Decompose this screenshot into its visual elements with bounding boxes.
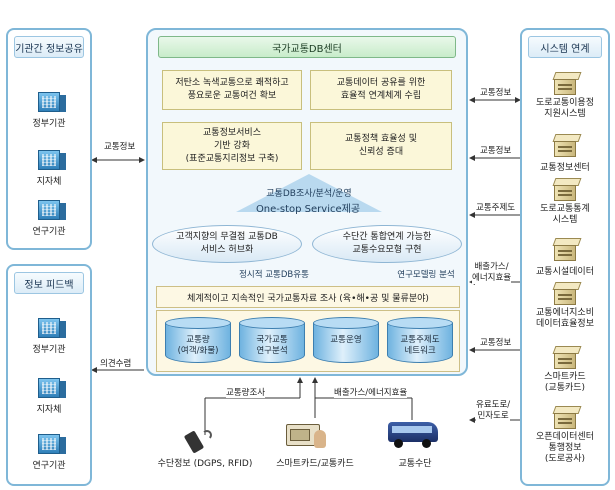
traffic-operation-db: 교통운영 <box>313 317 379 367</box>
left-top-arrow-label: 교통정보 <box>104 140 136 152</box>
database-group: 교통량 (여객/화물) 국가교통 연구분석 교통운영 교통주제도 네트워크 <box>156 310 460 372</box>
traffic-stats-system-label: 도로교통통계 시스템 <box>540 204 590 225</box>
research-building-icon <box>34 430 66 454</box>
feedback-title: 정보 피드백 <box>14 272 84 294</box>
info-sharing-title: 기관간 정보공유 <box>14 36 84 58</box>
facility-data-label: 교통시설데이터 <box>536 267 594 277</box>
right-arrow-label-2: 교통정보 <box>480 144 512 156</box>
research-building-icon <box>34 196 66 220</box>
government-building-icon <box>34 314 66 338</box>
bus-icon <box>388 418 440 448</box>
info-sharing-panel: 기관간 정보공유 정부기관 지자체 연구기관 <box>6 28 92 250</box>
center-title: 국가교통DB센터 <box>158 36 456 58</box>
research-analysis-db: 국가교통 연구분석 <box>239 317 305 367</box>
goal-green-transport: 저탄소 녹색교통으로 쾌적하고 풍요로운 교통여건 확보 <box>162 70 302 110</box>
smart-card-label: 스마트카드/교통카드 <box>276 459 354 469</box>
modeling-analysis-label: 연구모델링 분석 <box>397 270 455 280</box>
traffic-info-center-label: 교통정보센터 <box>540 163 590 173</box>
smart-card-icon <box>286 420 330 450</box>
db-distribution-label: 정시적 교통DB유통 <box>239 270 309 280</box>
government-building-icon <box>34 88 66 112</box>
demand-model-oval: 수단간 통합연계 가능한 교통수요모형 구현 <box>312 225 462 263</box>
traffic-volume-db: 교통량 (여객/화물) <box>165 317 231 367</box>
system-link-panel: 시스템 연계 도로교통이용정 지원시스템 교통정보센터 도로교통통계 시스템 교… <box>520 28 610 486</box>
right-arrow-label-3: 교통주제도 <box>476 201 516 213</box>
goal-data-sharing: 교통데이터 공유를 위한 효율적 연계체계 수립 <box>310 70 452 110</box>
road-traffic-system-label: 도로교통이용정 지원시스템 <box>536 98 594 119</box>
system-link-title: 시스템 연계 <box>528 36 602 58</box>
local-gov-building-icon <box>34 146 66 170</box>
right-arrow-label-1: 교통정보 <box>480 86 512 98</box>
right-arrow-label-5: 교통정보 <box>480 336 512 348</box>
goal-policy-efficiency: 교통정책 효율성 및 신뢰성 증대 <box>310 122 452 170</box>
server-icon <box>552 72 582 96</box>
mobile-device-icon <box>182 430 216 454</box>
server-icon <box>552 346 582 370</box>
national-transport-db-center: 국가교통DB센터 저탄소 녹색교통으로 쾌적하고 풍요로운 교통여건 확보 교통… <box>146 28 468 376</box>
local-gov-building-icon <box>34 374 66 398</box>
triangle-top-label: 교통DB조사/분석/운영 <box>266 189 352 199</box>
traffic-survey-label: 교통량조사 <box>226 386 266 398</box>
gov-agency-label: 정부기관 <box>32 119 66 129</box>
server-icon <box>552 282 582 306</box>
transport-mode-label: 교통수단 <box>398 459 432 469</box>
smart-card-label: 스마트카드 (교통카드) <box>544 372 586 393</box>
right-arrow-label-6: 유료도로/ 민자도로 <box>476 400 511 422</box>
left-bottom-arrow-label: 의견수렴 <box>100 357 132 369</box>
server-icon <box>552 134 582 158</box>
national-survey-bar: 체계적이고 지속적인 국가교통자료 조사 (육•해•공 및 물류분야) <box>156 286 460 308</box>
open-data-center-label: 오픈데이터센터 통행정보 (도로공사) <box>536 432 594 464</box>
server-icon <box>552 406 582 430</box>
gov-agency-label: 정부기관 <box>32 345 66 355</box>
right-arrow-label-4: 배출가스/ 에너지효율 <box>472 262 512 284</box>
theme-map-network-db: 교통주제도 네트워크 <box>387 317 453 367</box>
research-label: 연구기관 <box>32 227 66 237</box>
server-icon <box>552 238 582 262</box>
local-gov-label: 지자체 <box>36 177 62 187</box>
goal-info-service: 교통정보서비스 기반 강화 (표준교통지리정보 구축) <box>162 122 302 170</box>
energy-efficiency-label: 교통에너지소비 데이터효율정보 <box>536 308 594 329</box>
server-icon <box>552 178 582 202</box>
triangle-bottom-label: One-stop Service제공 <box>255 204 361 215</box>
feedback-panel: 정보 피드백 정부기관 지자체 연구기관 <box>6 264 92 486</box>
device-info-label: 수단정보 (DGPS, RFID) <box>157 459 253 469</box>
emission-label: 배출가스/에너지효율 <box>334 386 408 398</box>
local-gov-label: 지자체 <box>36 405 62 415</box>
research-label: 연구기관 <box>32 461 66 471</box>
db-service-hub-oval: 고객지향의 무결점 교통DB 서비스 허브화 <box>152 225 302 263</box>
service-triangle <box>236 174 382 212</box>
